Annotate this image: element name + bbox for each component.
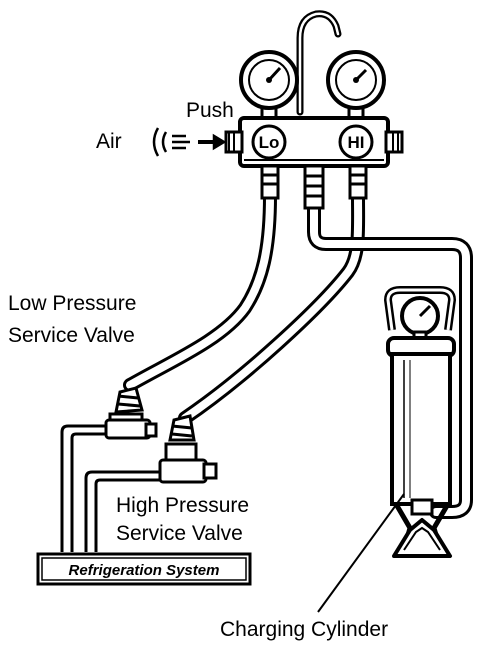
high-pressure-gauge <box>326 50 386 124</box>
charging-cylinder-leader <box>317 493 405 613</box>
air-label: Air <box>96 130 122 153</box>
low-side-hose <box>123 189 277 392</box>
hose-couplers <box>260 164 368 210</box>
refrigeration-system-label: Refrigeration System <box>69 562 220 579</box>
lo-gauge-badge <box>251 124 287 160</box>
low-pressure-service-valve <box>104 386 158 440</box>
charging-cylinder <box>384 286 456 558</box>
hoses <box>123 189 473 519</box>
refrigeration-system-box <box>36 552 252 586</box>
lo-gauge-label: Lo <box>259 133 280 152</box>
low-pressure-valve-label-line2: Service Valve <box>8 324 135 347</box>
hi-gauge-badge <box>338 124 374 160</box>
high-pressure-valve-label-line1: High Pressure <box>116 494 249 517</box>
charging-cylinder-label: Charging Cylinder <box>220 618 388 641</box>
low-pressure-valve-label-line1: Low Pressure <box>8 292 136 315</box>
low-pressure-gauge <box>239 50 299 124</box>
air-arrow-icon <box>152 127 227 157</box>
manifold-body <box>224 116 404 168</box>
push-label: Push <box>186 99 234 122</box>
high-pressure-valve-label-line2: Service Valve <box>116 522 243 545</box>
high-pressure-service-valve <box>158 414 218 484</box>
hi-gauge-label: HI <box>348 133 365 152</box>
system-pipes <box>60 424 160 552</box>
